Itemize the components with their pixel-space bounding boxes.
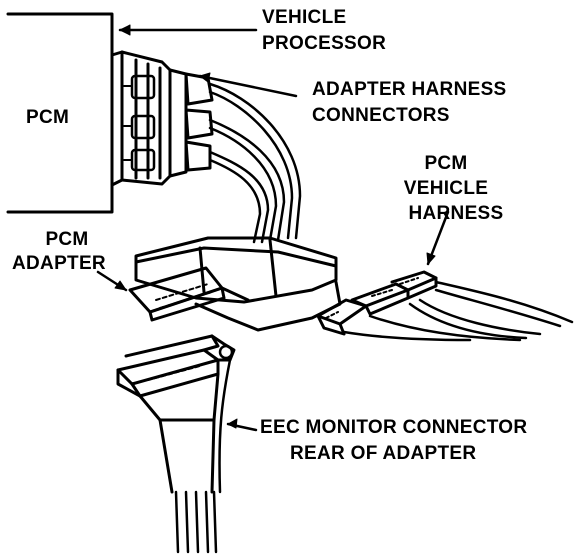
adapter-harness-wires	[208, 82, 302, 244]
eec-monitor-label-line1: EEC MONITOR CONNECTOR	[260, 417, 528, 438]
adapter-harness-label-line2: CONNECTORS	[312, 105, 450, 126]
pcm-module	[6, 12, 114, 214]
vehicle-processor-label-line1: VEHICLE	[262, 7, 347, 28]
pcm-adapter-block	[128, 236, 342, 332]
eec-monitor-label-line2: REAR OF ADAPTER	[290, 443, 477, 464]
leader-arrows	[96, 24, 450, 432]
pcm-vehicle-harness-label-line3: HARNESS	[408, 203, 504, 224]
eec-monitor-connector	[116, 334, 236, 494]
pcm-label: PCM	[26, 107, 70, 128]
pcm-vehicle-harness	[316, 270, 574, 342]
pcm-vehicle-harness-label-line2: VEHICLE	[403, 178, 489, 199]
adapter-harness-label-line1: ADAPTER HARNESS	[312, 79, 507, 100]
pcm-connector-stack	[110, 50, 188, 187]
pcm-adapter-label-line1: PCM	[45, 229, 89, 250]
adapter-harness-connectors	[184, 72, 214, 172]
pcm-adapter-label-line2: ADAPTER	[12, 253, 106, 274]
pcm-vehicle-harness-label-line1: PCM	[424, 153, 468, 174]
vehicle-processor-label-line2: PROCESSOR	[262, 33, 387, 54]
eec-cable-tail	[174, 490, 218, 554]
